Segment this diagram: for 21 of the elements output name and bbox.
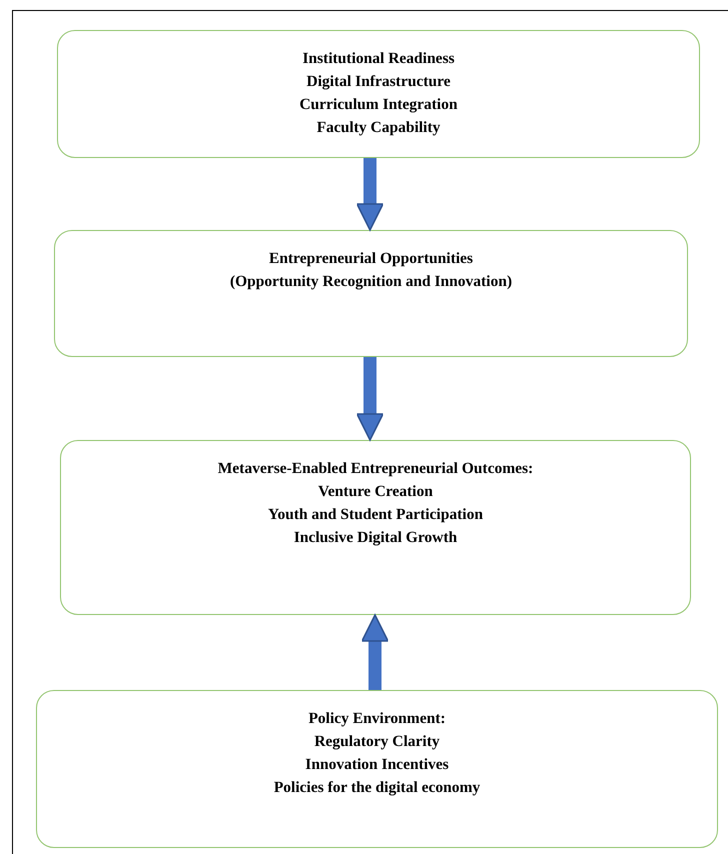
process-box: [57, 30, 700, 158]
process-box: [54, 230, 688, 357]
block-arrow: [361, 614, 389, 690]
box-text: Inclusive Digital Growth: [292, 528, 458, 548]
box-text: Innovation Incentives: [304, 755, 450, 775]
box-text: Digital Infrastructure: [306, 72, 452, 92]
process-box: [36, 690, 718, 848]
box-text: Faculty Capability: [316, 118, 442, 138]
box-heading: Entrepreneurial Opportunities: [268, 249, 474, 269]
block-arrow: [356, 357, 384, 441]
box-text: Venture Creation: [317, 482, 434, 502]
process-box: [60, 440, 691, 615]
box-text: Policies for the digital economy: [272, 778, 482, 798]
box-text: Regulatory Clarity: [313, 732, 441, 752]
box-heading: Metaverse-Enabled Entrepreneurial Outcomes:: [216, 459, 534, 479]
box-text: (Opportunity Recognition and Innovation): [228, 272, 514, 292]
box-text: Curriculum Integration: [298, 95, 458, 115]
box-heading: Institutional Readiness: [301, 49, 456, 69]
block-arrow: [356, 158, 384, 231]
box-heading: Policy Environment:: [307, 709, 447, 729]
box-text: Youth and Student Participation: [267, 505, 484, 525]
